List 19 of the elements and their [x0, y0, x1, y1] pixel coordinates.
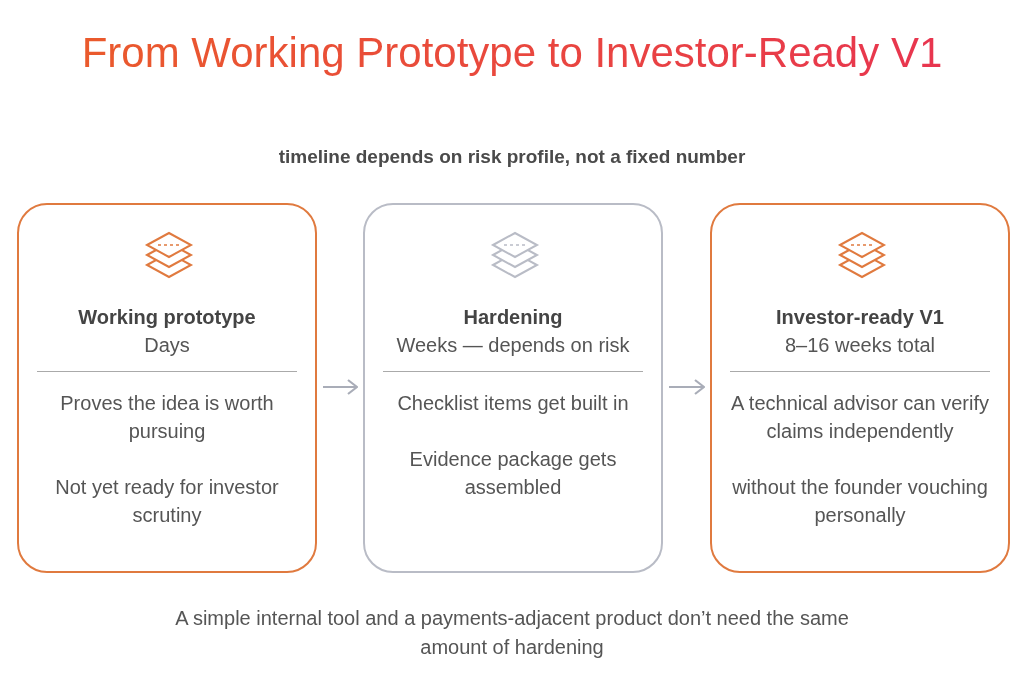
stage-heading: Working prototype	[77, 305, 257, 330]
description-text: Proves the idea is worth pursuing	[59, 391, 275, 444]
caption: A simple internal tool and a payments-adjacent product don’t need the same amount of hardening	[174, 606, 850, 660]
description-text: Not yet ready for investor scrutiny	[54, 475, 280, 528]
stage-card	[17, 203, 317, 573]
description-text: A technical advisor can verify claims independently	[730, 391, 990, 444]
duration-text: Weeks — depends on risk	[395, 333, 631, 358]
stage-heading: Hardening	[462, 305, 564, 330]
subtitle: timeline depends on risk profile, not a fixed number	[278, 146, 746, 167]
description-text: Checklist items get built in	[396, 391, 630, 416]
description-text: without the founder vouching personally	[731, 475, 989, 528]
duration-text: 8–16 weeks total	[783, 333, 937, 358]
description-text: Evidence package gets assembled	[408, 447, 618, 500]
stage-heading: Investor-ready V1	[775, 305, 945, 330]
arrow	[669, 378, 706, 396]
stage-card	[710, 203, 1010, 573]
arrow	[323, 378, 359, 396]
duration-text: Days	[143, 333, 191, 358]
stage-card	[363, 203, 663, 573]
